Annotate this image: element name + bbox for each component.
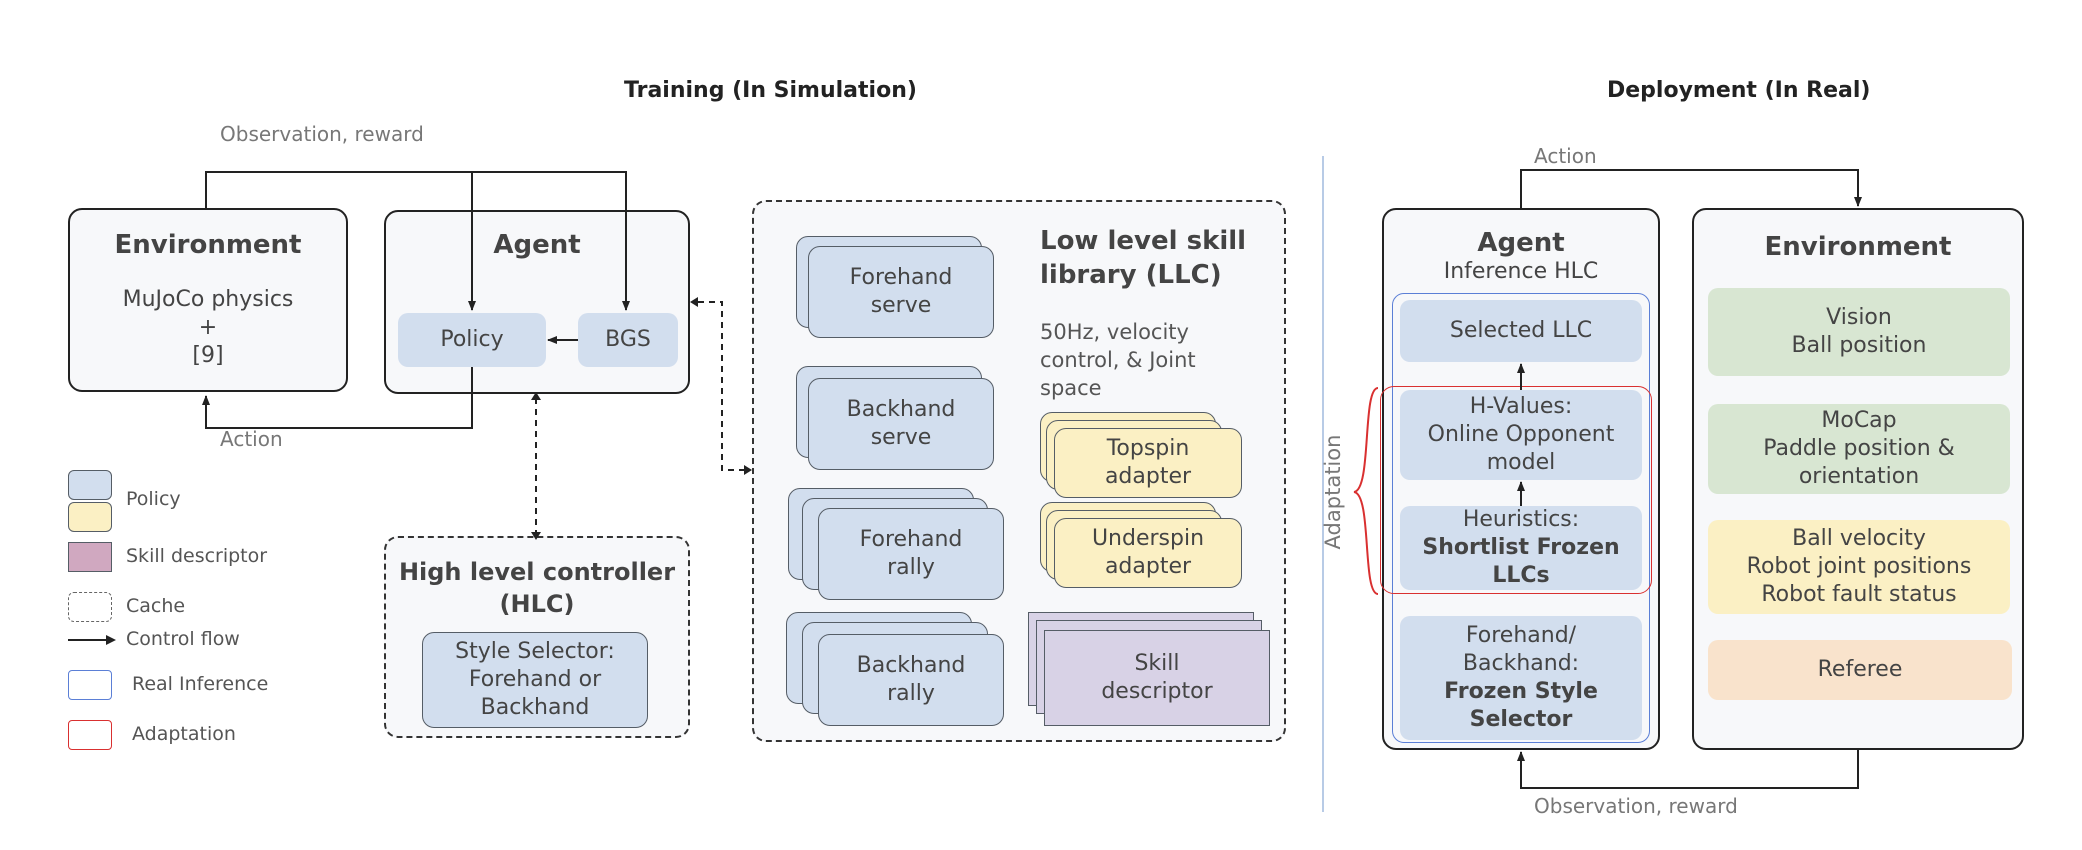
- legend-adaptation-swatch: [68, 720, 112, 750]
- legend-real-inference-swatch: [68, 670, 112, 700]
- heuristics-line-3: LLCs: [1492, 563, 1550, 588]
- llc-title-line-1: Low level skill: [1040, 226, 1247, 256]
- robot-line-3: Robot fault status: [1761, 582, 1957, 607]
- mocap-line-1: MoCap: [1821, 408, 1897, 433]
- robot-line-2: Robot joint positions: [1746, 554, 1972, 579]
- style-selector-line-1: Forehand/: [1465, 623, 1577, 648]
- hvalues-box: H-Values: Online Opponent model: [1400, 390, 1642, 480]
- adapter-label-line-2: adapter: [1104, 554, 1192, 579]
- skill-label-line-1: Backhand: [846, 397, 956, 422]
- bgs-box: BGS: [578, 313, 678, 367]
- heuristics-line-2: Shortlist Frozen: [1422, 535, 1620, 560]
- training-observation-connector: [205, 171, 630, 311]
- legend-cache-label: Cache: [126, 595, 186, 617]
- deployment-title: Deployment (In Real): [1607, 78, 1871, 103]
- heuristics-box: Heuristics: Shortlist Frozen LLCs: [1400, 506, 1642, 590]
- robot-line-1: Ball velocity: [1792, 526, 1926, 551]
- skill-label-line-2: rally: [887, 555, 935, 580]
- skill-descriptor-line-1: Skill: [1134, 651, 1180, 676]
- legend-skill-descriptor-swatch: [68, 542, 112, 572]
- skill-backhand-rally: Backhand rally: [818, 634, 1004, 726]
- hvalues-line-2: Online Opponent: [1427, 422, 1615, 447]
- agent-llc-dashed-connector: [690, 297, 752, 475]
- deployment-observation-label: Observation, reward: [1534, 794, 1738, 818]
- style-selector-line-4: Selector: [1469, 707, 1573, 732]
- vision-line-1: Vision: [1826, 305, 1892, 330]
- environment-line-3: [9]: [192, 343, 224, 368]
- vision-box: Vision Ball position: [1708, 288, 2010, 376]
- deployment-agent-title: Agent: [1477, 228, 1565, 258]
- llc-title-line-2: library (LLC): [1040, 260, 1222, 290]
- skill-backhand-serve: Backhand serve: [808, 378, 994, 470]
- adaptation-brace: [1353, 387, 1379, 595]
- legend-control-flow-arrow-icon: [68, 635, 116, 645]
- adaptation-frame: [1380, 386, 1652, 594]
- style-selector-line-3: Frozen Style: [1444, 679, 1598, 704]
- adapter-label-line-1: Underspin: [1091, 526, 1205, 551]
- style-selector-line-2: Backhand:: [1462, 651, 1580, 676]
- skill-descriptor-card: Skill descriptor: [1044, 630, 1270, 726]
- legend-adaptation-label: Adaptation: [132, 723, 236, 745]
- legend-policy-blue-swatch: [68, 470, 112, 500]
- hvalues-line-3: model: [1486, 450, 1556, 475]
- skill-descriptor-line-2: descriptor: [1101, 679, 1213, 704]
- hvalues-line-1: H-Values:: [1469, 394, 1573, 419]
- heuristics-line-1: Heuristics:: [1462, 507, 1580, 532]
- style-selector-line-2: Forehand or: [468, 667, 602, 692]
- mocap-line-3: orientation: [1798, 464, 1920, 489]
- skill-label-line-1: Forehand: [859, 527, 963, 552]
- skill-label-line-2: serve: [870, 425, 932, 450]
- skill-label-line-2: serve: [870, 293, 932, 318]
- hlc-title-line-2: (HLC): [499, 590, 575, 618]
- llc-desc-line-3: space: [1040, 376, 1102, 400]
- selected-llc-box: Selected LLC: [1400, 300, 1642, 362]
- style-selector-box: Style Selector: Forehand or Backhand: [422, 632, 648, 728]
- llc-desc-line-1: 50Hz, velocity: [1040, 320, 1189, 344]
- mocap-box: MoCap Paddle position & orientation: [1708, 404, 2010, 494]
- referee-box: Referee: [1708, 640, 2012, 700]
- skill-label-line-1: Forehand: [849, 265, 953, 290]
- legend-real-inference-label: Real Inference: [132, 673, 269, 695]
- training-action-label: Action: [220, 427, 283, 451]
- skill-label-line-1: Backhand: [856, 653, 966, 678]
- agent-title: Agent: [493, 230, 581, 260]
- vision-line-2: Ball position: [1791, 333, 1927, 358]
- legend-skill-descriptor-label: Skill descriptor: [126, 545, 268, 567]
- deployment-environment-title: Environment: [1764, 232, 1952, 262]
- mocap-line-2: Paddle position &: [1763, 436, 1955, 461]
- frozen-style-selector-box: Forehand/ Backhand: Frozen Style Selecto…: [1400, 616, 1642, 740]
- skill-forehand-serve: Forehand serve: [808, 246, 994, 338]
- real-inference-frame: [1392, 293, 1650, 743]
- training-title: Training (In Simulation): [624, 78, 917, 103]
- adapter-label-line-2: adapter: [1104, 464, 1192, 489]
- skill-label-line-2: rally: [887, 681, 935, 706]
- style-selector-line-1: Style Selector:: [455, 639, 615, 664]
- legend-policy-label: Policy: [126, 488, 181, 510]
- training-observation-label: Observation, reward: [220, 122, 424, 146]
- training-action-connector: [202, 367, 473, 429]
- environment-line-2: +: [198, 315, 218, 340]
- deployment-observation-connector: [1517, 750, 1859, 789]
- adapter-label-line-1: Topspin: [1106, 436, 1190, 461]
- policy-box: Policy: [398, 313, 546, 367]
- deployment-action-connector: [1520, 169, 1862, 208]
- environment-line-1: MuJoCo physics: [122, 287, 294, 312]
- adapter-topspin: Topspin adapter: [1054, 428, 1242, 498]
- deployment-agent-subtitle: Inference HLC: [1443, 259, 1599, 284]
- agent-hlc-dashed-connector: [531, 392, 541, 540]
- robot-sensors-box: Ball velocity Robot joint positions Robo…: [1708, 520, 2010, 614]
- deployment-action-label: Action: [1534, 144, 1597, 168]
- style-selector-line-3: Backhand: [480, 695, 590, 720]
- section-divider: [1322, 156, 1324, 812]
- legend-control-flow-label: Control flow: [126, 628, 240, 650]
- training-environment-box: Environment MuJoCo physics + [9]: [68, 208, 348, 392]
- legend-cache-swatch: [68, 592, 112, 622]
- environment-title: Environment: [114, 230, 302, 260]
- skill-forehand-rally: Forehand rally: [818, 508, 1004, 600]
- hlc-title-line-1: High level controller: [398, 558, 676, 586]
- legend-policy-yellow-swatch: [68, 502, 112, 532]
- adapter-underspin: Underspin adapter: [1054, 518, 1242, 588]
- llc-desc-line-2: control, & Joint: [1040, 348, 1196, 372]
